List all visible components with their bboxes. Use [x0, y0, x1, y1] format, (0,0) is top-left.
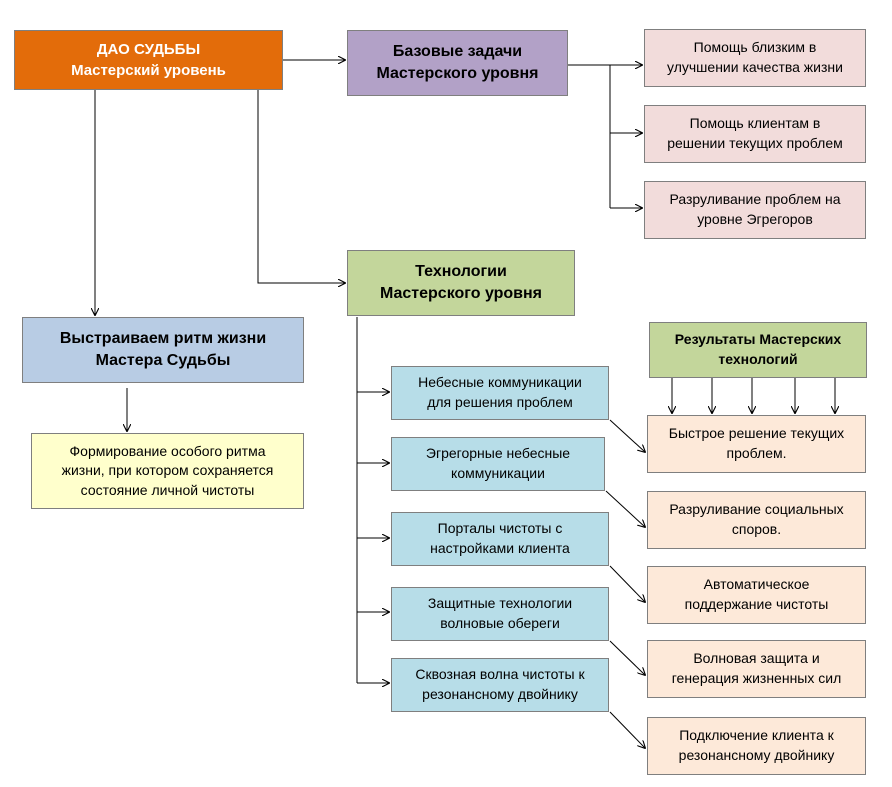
rhythm-desc-line3: состояние личной чистоты	[80, 481, 255, 498]
result-item-1-line1: Быстрое решение текущих	[668, 425, 845, 442]
technology-item-2: Эгрегорные небесные коммуникации	[391, 437, 605, 491]
basic-task-item-2-line1: Помощь клиентам в	[689, 115, 821, 132]
basic-task-item-3: Разруливание проблем на уровне Эгрегоров	[644, 181, 866, 239]
technology-item-3-line2: настройками клиента	[430, 540, 570, 556]
basic-task-item-3-line2: уровне Эгрегоров	[697, 211, 813, 227]
result-item-2-line2: споров.	[731, 521, 782, 537]
basic-task-item-1-line2: улучшении качества жизни	[667, 59, 843, 75]
results-title-line1: Результаты Мастерских	[674, 331, 842, 348]
technologies-box: Технологии Мастерского уровня	[347, 250, 575, 316]
basic-tasks-bracket	[568, 64, 611, 208]
technology-item-1-line2: для решения проблем	[427, 394, 573, 410]
results-title-line2: технологий	[718, 351, 798, 367]
result-item-3-line2: поддержание чистоты	[684, 596, 829, 612]
technology-item-3-line1: Порталы чистоты с	[437, 520, 563, 537]
basic-task-item-1: Помощь близким в улучшении качества жизн…	[644, 29, 866, 87]
basic-task-item-2: Помощь клиентам в решении текущих пробле…	[644, 105, 866, 163]
results-header-box: Результаты Мастерских технологий	[649, 322, 867, 378]
arrow-tech-3-to-result-3	[609, 565, 645, 602]
root-subtitle: Мастерский уровень	[71, 62, 226, 79]
technology-item-4-line1: Защитные технологии	[427, 595, 573, 612]
result-item-5: Подключение клиента к резонансному двойн…	[647, 717, 866, 775]
rhythm-title-line2: Мастера Судьбы	[95, 352, 231, 369]
rhythm-box: Выстраиваем ритм жизни Мастера Судьбы	[22, 317, 304, 383]
technology-item-3: Порталы чистоты с настройками клиента	[391, 512, 609, 566]
arrow-tech-4-to-result-4	[609, 640, 645, 675]
technology-item-4: Защитные технологии волновые обереги	[391, 587, 609, 641]
root-title: ДАО СУДЬБЫ	[96, 41, 201, 58]
basic-task-item-1-line1: Помощь близким в	[693, 39, 817, 56]
basic-task-item-3-line1: Разруливание проблем на	[669, 191, 841, 208]
arrow-tech-2-to-result-2	[605, 490, 645, 527]
basic-tasks-title-line2: Мастерского уровня	[376, 65, 539, 82]
arrow-tech-5-to-result-5	[609, 711, 645, 748]
technologies-title-line1: Технологии	[415, 262, 507, 280]
arrow-root-to-technologies	[257, 90, 345, 283]
basic-tasks-title-line1: Базовые задачи	[392, 42, 523, 60]
result-item-1-line2: проблем.	[726, 445, 787, 461]
result-item-3-line1: Автоматическое	[703, 576, 810, 593]
technology-item-2-line2: коммуникации	[451, 465, 545, 481]
technology-item-4-line2: волновые обереги	[440, 615, 560, 631]
rhythm-description-box: Формирование особого ритма жизни, при ко…	[31, 433, 304, 509]
root-box: ДАО СУДЬБЫ Мастерский уровень	[14, 30, 283, 90]
result-item-4-line1: Волновая защита и	[693, 650, 820, 667]
technologies-title-line2: Мастерского уровня	[379, 285, 543, 302]
technology-item-1: Небесные коммуникации для решения пробле…	[391, 366, 609, 420]
basic-task-item-2-line2: решении текущих проблем	[667, 135, 843, 151]
technology-item-5-line1: Сквозная волна чистоты к	[415, 666, 585, 683]
technology-item-2-line1: Эгрегорные небесные	[425, 445, 571, 462]
result-item-5-line2: резонансному двойнику	[678, 747, 835, 763]
technology-item-1-line1: Небесные коммуникации	[418, 374, 582, 391]
technology-item-5: Сквозная волна чистоты к резонансному дв…	[391, 658, 609, 712]
result-item-1: Быстрое решение текущих проблем.	[647, 415, 866, 473]
result-item-3: Автоматическое поддержание чистоты	[647, 566, 866, 624]
rhythm-desc-line2: жизни, при котором сохраняется	[61, 462, 274, 479]
result-item-4-line2: генерация жизненных сил	[671, 670, 842, 686]
result-item-5-line1: Подключение клиента к	[679, 727, 834, 744]
result-item-2-line1: Разруливание социальных	[669, 501, 844, 518]
result-item-2: Разруливание социальных споров.	[647, 491, 866, 549]
technology-item-5-line2: резонансному двойнику	[422, 686, 578, 702]
arrow-tech-1-to-result-1	[609, 419, 645, 452]
basic-tasks-box: Базовые задачи Мастерского уровня	[347, 30, 568, 96]
result-item-4: Волновая защита и генерация жизненных си…	[647, 640, 866, 698]
rhythm-desc-line1: Формирование особого ритма	[69, 442, 266, 459]
rhythm-title-line1: Выстраиваем ритм жизни	[59, 329, 267, 347]
